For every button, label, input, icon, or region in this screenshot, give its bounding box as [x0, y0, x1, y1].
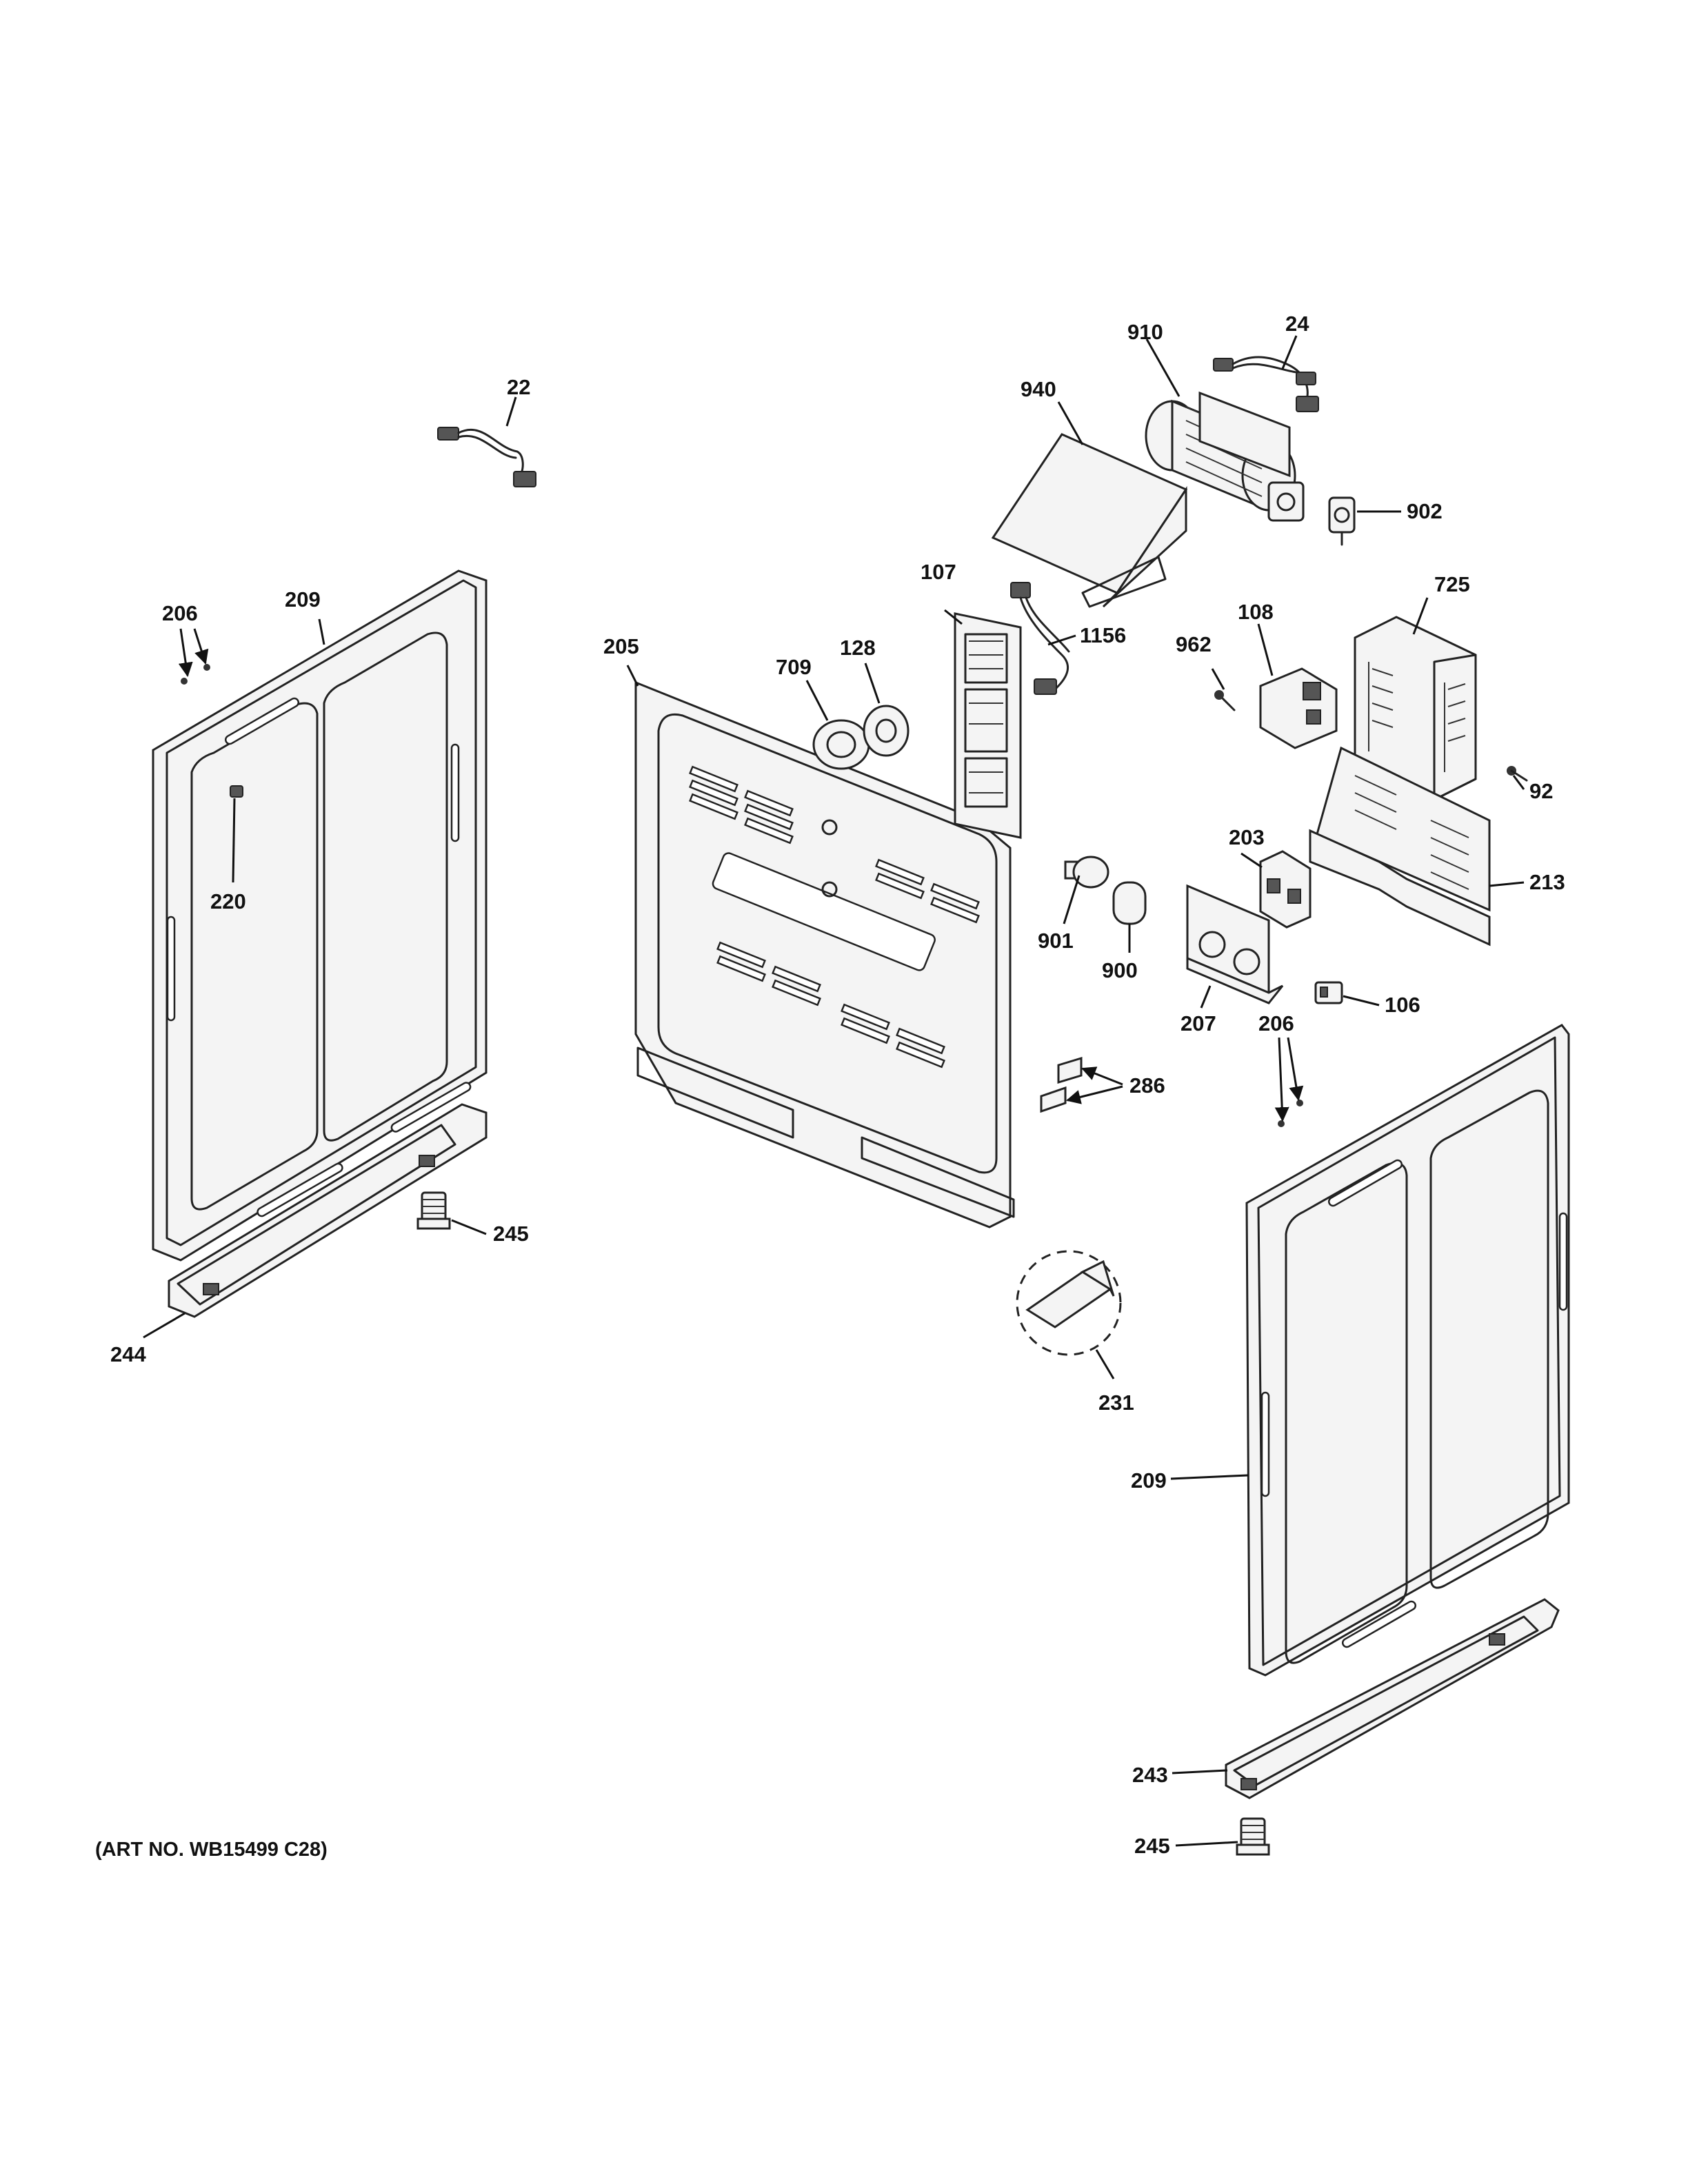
relay-board-108 [1259, 667, 1338, 749]
screw-92 [1507, 766, 1528, 782]
callout-213: 213 [1529, 870, 1565, 894]
right-side-panel [1245, 1024, 1570, 1677]
clips-286 [1040, 1056, 1083, 1113]
callout-243: 243 [1132, 1763, 1168, 1787]
bracket-902 [1328, 496, 1356, 546]
screw-206-left [181, 664, 210, 685]
shield-213 [1309, 746, 1491, 947]
callout-206-left: 206 [162, 601, 198, 625]
leveling-leg-left [416, 1191, 451, 1230]
callout-209-right: 209 [1131, 1468, 1167, 1493]
callout-206-right: 206 [1258, 1011, 1294, 1035]
callout-22: 22 [507, 375, 530, 399]
terminal-block-203 [1259, 850, 1312, 929]
air-duct-940 [991, 433, 1188, 608]
leader-lines [143, 335, 1525, 1847]
callout-207: 207 [1180, 1011, 1216, 1035]
callout-107: 107 [921, 560, 956, 584]
callout-128: 128 [840, 636, 876, 660]
clip-220 [230, 785, 243, 798]
screw-962 [1214, 690, 1236, 711]
wire-harness-24 [1213, 356, 1319, 412]
callout-709: 709 [776, 655, 812, 679]
callout-245-right: 245 [1134, 1834, 1170, 1858]
callout-labels: 22 24 910 940 902 107 1156 725 108 962 1… [95, 312, 1565, 1861]
callout-244: 244 [110, 1342, 146, 1366]
control-board-107 [954, 612, 1022, 839]
callout-24: 24 [1285, 312, 1309, 336]
screw-206-right [1278, 1100, 1303, 1127]
louver-rows [689, 765, 980, 1069]
callout-940: 940 [1021, 377, 1056, 401]
blower-910 [1145, 391, 1305, 522]
callout-220: 220 [210, 889, 246, 913]
callout-209-left: 209 [285, 587, 321, 611]
callout-108: 108 [1238, 600, 1274, 624]
sensor-106 [1314, 981, 1343, 1004]
callout-901: 901 [1038, 929, 1074, 953]
callout-92: 92 [1529, 779, 1553, 803]
callout-106: 106 [1385, 993, 1420, 1017]
leveling-leg-right [1236, 1817, 1270, 1856]
callout-962: 962 [1176, 632, 1212, 656]
back-panel [634, 680, 1015, 1228]
callout-203: 203 [1229, 825, 1265, 849]
left-side-panel [152, 569, 488, 1262]
callout-902: 902 [1407, 499, 1443, 523]
right-base-rail [1225, 1598, 1560, 1799]
callout-1156: 1156 [1080, 623, 1126, 647]
callout-231: 231 [1098, 1391, 1134, 1415]
motor-mount-709 [812, 719, 870, 770]
callout-205: 205 [603, 634, 639, 658]
terminal-bracket-207 [1186, 884, 1284, 1004]
art-number: (ART NO. WB15499 C28) [95, 1839, 328, 1861]
callout-900: 900 [1102, 958, 1138, 982]
bracket-725 [1354, 616, 1477, 801]
seal-128 [863, 705, 910, 757]
callout-286: 286 [1129, 1073, 1165, 1098]
callout-725: 725 [1434, 572, 1470, 596]
wire-1156 [1010, 582, 1070, 695]
callout-245-left: 245 [493, 1222, 529, 1246]
bracket-231-detail [1016, 1250, 1122, 1356]
wire-harness-22 [437, 427, 536, 487]
capacitor-900 [1112, 881, 1147, 925]
callout-910: 910 [1127, 320, 1163, 344]
left-base-rail [168, 1103, 488, 1318]
bracket-901 [1064, 856, 1109, 889]
